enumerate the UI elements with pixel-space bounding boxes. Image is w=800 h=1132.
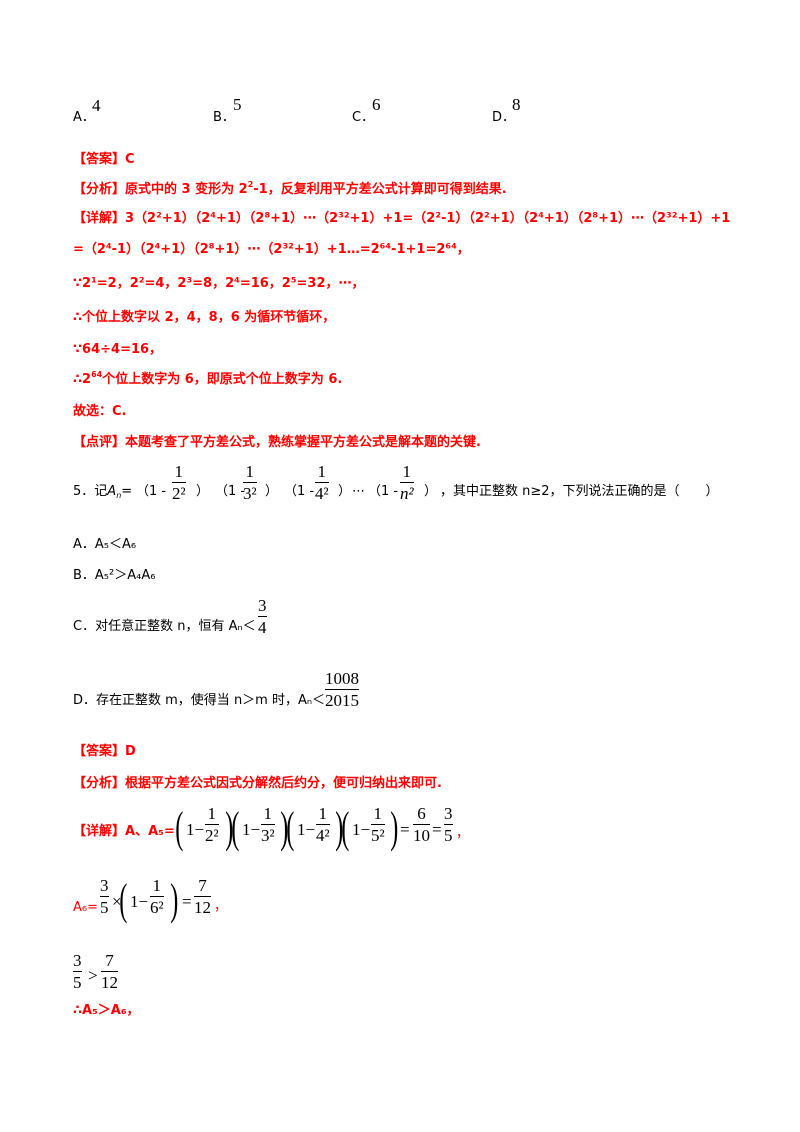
comment-tag: 【点评】 xyxy=(73,435,126,450)
option-b-value: 5 xyxy=(233,95,242,114)
analysis-text-post: -1，反复利用平方差公式计算即可得到结果. xyxy=(253,182,507,197)
factor-3-open: （1 - xyxy=(284,484,315,499)
a6-head: A₆= xyxy=(73,900,98,915)
detail-expression-2: =（2⁴-1）（2⁴+1）（2⁸+1）⋯（2³²+1）+1…=2⁶⁴-1+1=2… xyxy=(73,242,470,257)
factor-dots: ⋯ xyxy=(352,484,365,499)
q5-option-c: C．对任意正整数 n，恒有 Aₙ＜ xyxy=(73,619,256,634)
option-c-value: 6 xyxy=(372,95,381,114)
analysis-tag: 【分析】 xyxy=(73,182,126,197)
analysis-text-pre: 原式中的 3 变形为 2 xyxy=(125,182,248,197)
option-b-label: B． xyxy=(213,110,235,125)
detail-expression-1: 3（2²+1）（2⁴+1）（2⁸+1）⋯（2³²+1）+1=（2²-1）（2²+… xyxy=(125,211,731,226)
q5-detail-head: 【详解】A、A₅= xyxy=(73,824,175,839)
factor-2-open: （1 - xyxy=(215,484,246,499)
factor-1-close: ） xyxy=(196,484,210,499)
answer-line: 【答案】C xyxy=(73,152,135,168)
q5-option-b: B．A₅²＞A₄A₆ xyxy=(73,568,156,583)
q5-option-a: A．A₅＜A₆ xyxy=(73,537,137,552)
q5-option-d: D．存在正整数 m，使得当 n＞m 时，Aₙ＜ xyxy=(73,693,326,708)
option-a-label: A． xyxy=(73,110,95,125)
conclusion-post: 个位上数字为 6，即原式个位上数字为 6. xyxy=(102,372,343,387)
answer-tag: 【答案】 xyxy=(73,152,126,167)
q5-analysis-line: 【分析】根据平方差公式因式分解然后约分，便可归纳出来即可. xyxy=(73,776,442,791)
comment-line: 【点评】本题考查了平方差公式，熟练掌握平方差公式是解本题的关键. xyxy=(73,435,481,451)
answer-value: C xyxy=(125,152,135,167)
option-d-label: D． xyxy=(492,110,516,125)
factor-3-close: ） xyxy=(338,484,352,499)
detail-tag: 【详解】 xyxy=(73,211,126,226)
conclusion-pre: ∴2 xyxy=(73,372,92,387)
detail-line-1: 【详解】3（2²+1）（2⁴+1）（2⁸+1）⋯（2³²+1）+1=（2²-1）… xyxy=(73,211,730,227)
q5-answer-line: 【答案】D xyxy=(73,744,136,759)
option-d-value: 8 xyxy=(512,95,521,114)
factor-n-close: ） xyxy=(424,484,438,499)
conclusion-line: ∴264个位上数字为 6，即原式个位上数字为 6. xyxy=(73,370,343,388)
q5-conclusion: ∴A₅＞A₆， xyxy=(73,1003,140,1018)
comment-text: 本题考查了平方差公式，熟练掌握平方差公式是解本题的关键. xyxy=(125,435,481,450)
division-line: ∵64÷4=16， xyxy=(73,342,163,357)
powers-line: ∵2¹=2，2²=4，2³=8，2⁴=16，2⁵=32，⋯， xyxy=(73,276,365,291)
cycle-line: ∴个位上数字以 2，4，8，6 为循环节循环， xyxy=(73,310,336,325)
factor-2-close: ） xyxy=(265,484,279,499)
q5-prefix: 5．记An= xyxy=(73,484,133,500)
analysis-line: 【分析】原式中的 3 变形为 22-1，反复利用平方差公式计算即可得到结果. xyxy=(73,180,507,198)
conclusion-exponent: 64 xyxy=(91,370,103,379)
option-c-label: C． xyxy=(352,110,375,125)
option-a-value: 4 xyxy=(92,96,101,115)
factor-1-open: （1 - xyxy=(136,484,167,499)
choice-line: 故选：C. xyxy=(73,404,127,419)
q5-suffix: ，其中正整数 n≥2，下列说法正确的是（ ） xyxy=(440,484,719,499)
factor-n-open: （1 - xyxy=(368,484,399,499)
